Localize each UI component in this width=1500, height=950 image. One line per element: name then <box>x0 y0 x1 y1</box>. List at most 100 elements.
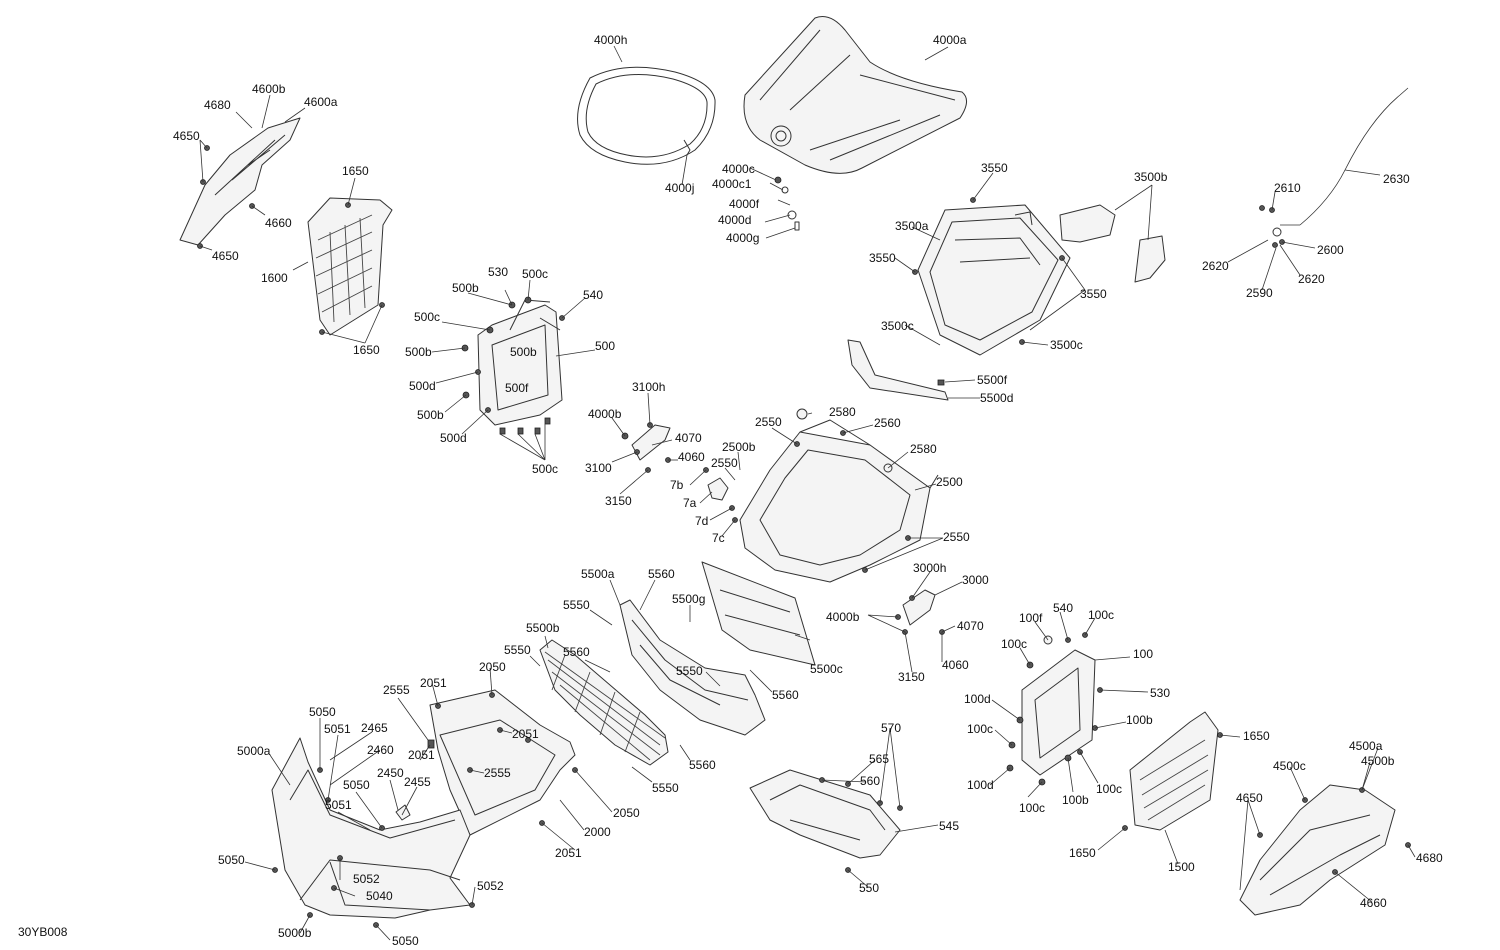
callout-100c-mid: 100c <box>967 722 993 736</box>
callout-2610: 2610 <box>1274 181 1301 195</box>
callout-4600b: 4600b <box>252 82 286 96</box>
callout-4650-right: 4650 <box>1236 791 1263 805</box>
callout-4650-lower: 4650 <box>212 249 239 263</box>
callout-labels: 4000h 4000a 4680 4600b 4600a 4650 4660 4… <box>18 33 1443 948</box>
bin-cover-3500b <box>1059 204 1166 283</box>
bracket-3000 <box>895 589 945 635</box>
callout-2620-right: 2620 <box>1298 272 1325 286</box>
lower-panel-2000 <box>427 689 578 836</box>
callout-500: 500 <box>595 339 615 353</box>
callout-5560: 5560 <box>648 567 675 581</box>
callout-560: 560 <box>860 774 880 788</box>
mesh-grille-5500b <box>539 639 669 766</box>
callout-1650-lower: 1650 <box>353 343 380 357</box>
skid-plate-545 <box>749 769 903 873</box>
callout-5051-mid: 5051 <box>325 798 352 812</box>
callout-2500: 2500 <box>936 475 963 489</box>
leader-lines <box>199 45 1416 941</box>
callout-3550-left: 3550 <box>869 251 896 265</box>
callout-500b-lower: 500b <box>417 408 444 422</box>
callout-7d: 7d <box>695 514 708 528</box>
callout-4500b: 4500b <box>1361 754 1395 768</box>
callout-2580: 2580 <box>829 405 856 419</box>
fasteners-4000c <box>774 176 800 231</box>
seal-4000h <box>577 66 716 165</box>
callout-540-right: 540 <box>1053 601 1073 615</box>
callout-500c: 500c <box>522 267 548 281</box>
callout-500d-lower: 500d <box>440 431 467 445</box>
callout-4000g: 4000g <box>726 231 759 245</box>
bracket-100 <box>1006 632 1103 786</box>
callout-2590: 2590 <box>1246 286 1273 300</box>
seat-cover-4000a <box>743 16 967 174</box>
callout-2550-right: 2550 <box>943 530 970 544</box>
callout-5550-lower: 5550 <box>652 781 679 795</box>
drawing-code: 30YB008 <box>18 925 68 939</box>
callout-3100: 3100 <box>585 461 612 475</box>
callout-5550-mid: 5550 <box>676 664 703 678</box>
callout-2050: 2050 <box>479 660 506 674</box>
callout-3550: 3550 <box>981 161 1008 175</box>
callout-7a: 7a <box>683 496 697 510</box>
callout-565: 565 <box>869 752 889 766</box>
callout-2465: 2465 <box>361 721 388 735</box>
callout-500c-lower: 500c <box>532 462 558 476</box>
callout-2500b: 2500b <box>722 440 756 454</box>
callout-2560: 2560 <box>874 416 901 430</box>
callout-100d-lower: 100d <box>967 778 994 792</box>
bracket-500 <box>461 296 565 435</box>
callout-2600: 2600 <box>1317 243 1344 257</box>
callout-570: 570 <box>881 721 901 735</box>
callout-5000b: 5000b <box>278 926 312 940</box>
callout-3500c-right: 3500c <box>1050 338 1083 352</box>
grille-1600 <box>307 197 393 336</box>
callout-3000: 3000 <box>962 573 989 587</box>
callout-5500b: 5500b <box>526 621 560 635</box>
callout-3000h: 3000h <box>913 561 946 575</box>
callout-100b-lower: 100b <box>1062 793 1089 807</box>
callout-3100h: 3100h <box>632 380 665 394</box>
callout-4650: 4650 <box>173 129 200 143</box>
callout-2550: 2550 <box>755 415 782 429</box>
callout-100: 100 <box>1133 647 1153 661</box>
callout-7c: 7c <box>712 531 725 545</box>
callout-100c: 100c <box>1088 608 1114 622</box>
callout-4000f: 4000f <box>729 197 760 211</box>
callout-5560-left: 5560 <box>563 645 590 659</box>
callout-4500c: 4500c <box>1273 759 1306 773</box>
callout-2550-mid: 2550 <box>711 456 738 470</box>
callout-4500a: 4500a <box>1349 739 1383 753</box>
frame-2500 <box>739 408 939 583</box>
callout-2455: 2455 <box>404 775 431 789</box>
callout-5050-left: 5050 <box>218 853 245 867</box>
callout-100c-left: 100c <box>1001 637 1027 651</box>
callout-2051-lower: 2051 <box>555 846 582 860</box>
callout-100d: 100d <box>964 692 991 706</box>
bracket-3100 <box>621 422 671 473</box>
callout-7b: 7b <box>670 478 684 492</box>
callout-5500a: 5500a <box>581 567 615 581</box>
callout-500b-inner: 500b <box>510 345 537 359</box>
callout-2051: 2051 <box>420 676 447 690</box>
callout-4000a: 4000a <box>933 33 967 47</box>
callout-4060-right: 4060 <box>942 658 969 672</box>
callout-1650-right-lower: 1650 <box>1069 846 1096 860</box>
callout-2460: 2460 <box>367 743 394 757</box>
callout-2555: 2555 <box>383 683 410 697</box>
callout-100f: 100f <box>1019 611 1043 625</box>
cable-2630 <box>1259 87 1409 248</box>
callout-5040: 5040 <box>366 889 393 903</box>
callout-5000a: 5000a <box>237 744 271 758</box>
callout-1600: 1600 <box>261 271 288 285</box>
callout-2555-mid: 2555 <box>484 766 511 780</box>
callout-5052-right: 5052 <box>477 879 504 893</box>
callout-530: 530 <box>488 265 508 279</box>
storage-bin-3500a <box>912 197 1071 356</box>
callout-2051-right: 2051 <box>512 727 539 741</box>
callout-4000b-right: 4000b <box>826 610 860 624</box>
callout-4000c1: 4000c1 <box>712 177 752 191</box>
callout-4060: 4060 <box>678 450 705 464</box>
callout-4660: 4660 <box>265 216 292 230</box>
callout-4680: 4680 <box>204 98 231 112</box>
callout-4680-right: 4680 <box>1416 851 1443 865</box>
